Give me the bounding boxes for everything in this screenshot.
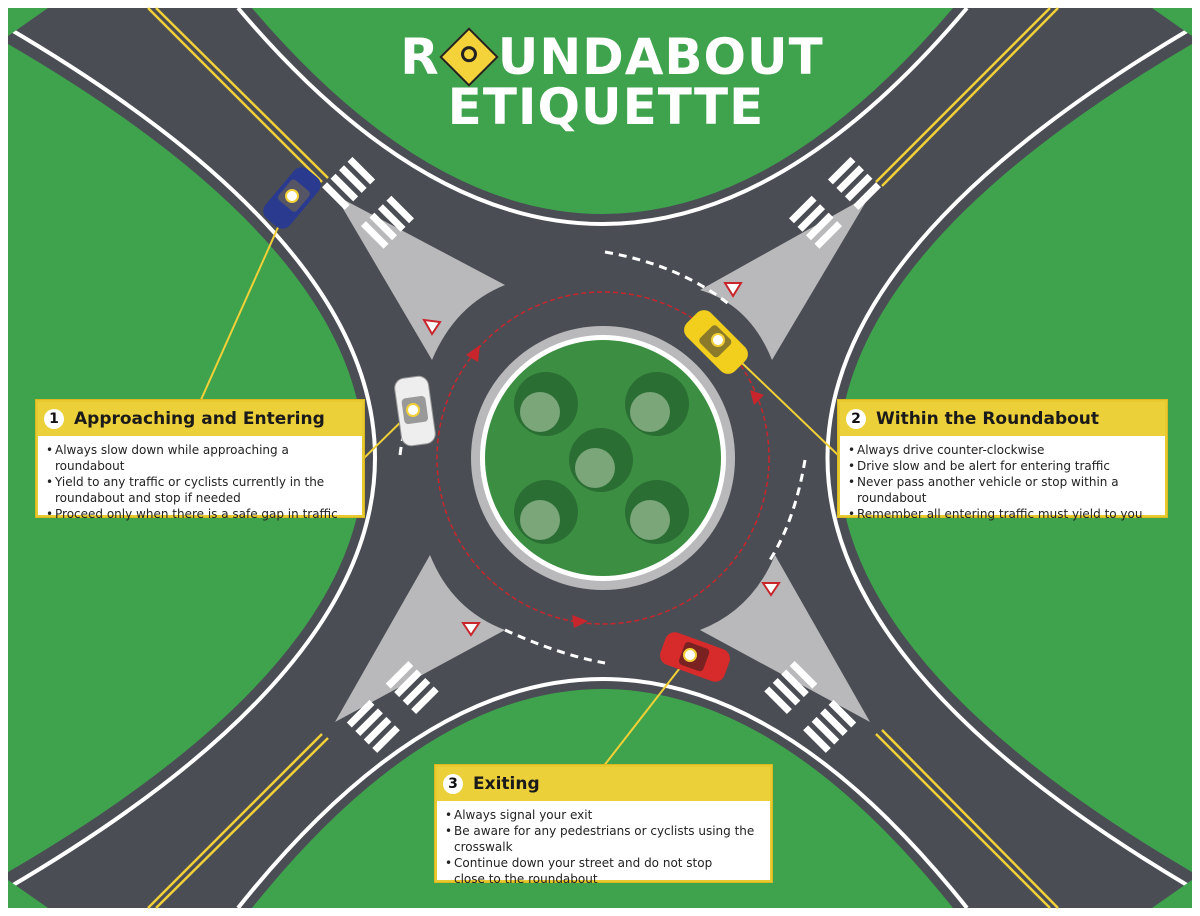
bullet: Yield to any traffic or cyclists current…: [46, 474, 362, 506]
callout-heading: Within the Roundabout: [876, 409, 1100, 429]
bullet: Remember all entering traffic must yield…: [848, 506, 1165, 522]
callout-approaching: 1 Approaching and Entering Always slow do…: [36, 400, 364, 522]
bullet: Continue down your street and do not sto…: [445, 855, 724, 887]
direction-arrows: [466, 345, 764, 628]
bullet: Drive slow and be alert for entering tra…: [848, 458, 1165, 474]
step-number: 2: [846, 409, 866, 429]
callout-heading: Exiting: [473, 774, 540, 794]
callout-within: 2 Within the Roundabout Always drive coun…: [838, 400, 1167, 522]
trees: [514, 372, 689, 544]
bullet: Always slow down while approaching a rou…: [46, 442, 362, 474]
bullet: Be aware for any pedestrians or cyclists…: [445, 823, 770, 855]
callout-heading: Approaching and Entering: [74, 409, 325, 429]
step-number: 3: [443, 774, 463, 794]
bullet: Proceed only when there is a safe gap in…: [46, 506, 362, 522]
crosswalks: [322, 156, 881, 753]
center-lines: [147, 7, 1059, 909]
bullet: Always signal your exit: [445, 807, 770, 823]
yield-markings: [422, 282, 781, 637]
step-number: 1: [44, 409, 64, 429]
callout-exiting: 3 Exiting Always signal your exit Be awar…: [435, 765, 772, 886]
traffic-path: [436, 291, 770, 625]
bullet: Never pass another vehicle or stop withi…: [848, 474, 1165, 506]
title-line-2: ETIQUETTE: [447, 78, 765, 136]
bullet: Always drive counter-clockwise: [848, 442, 1165, 458]
